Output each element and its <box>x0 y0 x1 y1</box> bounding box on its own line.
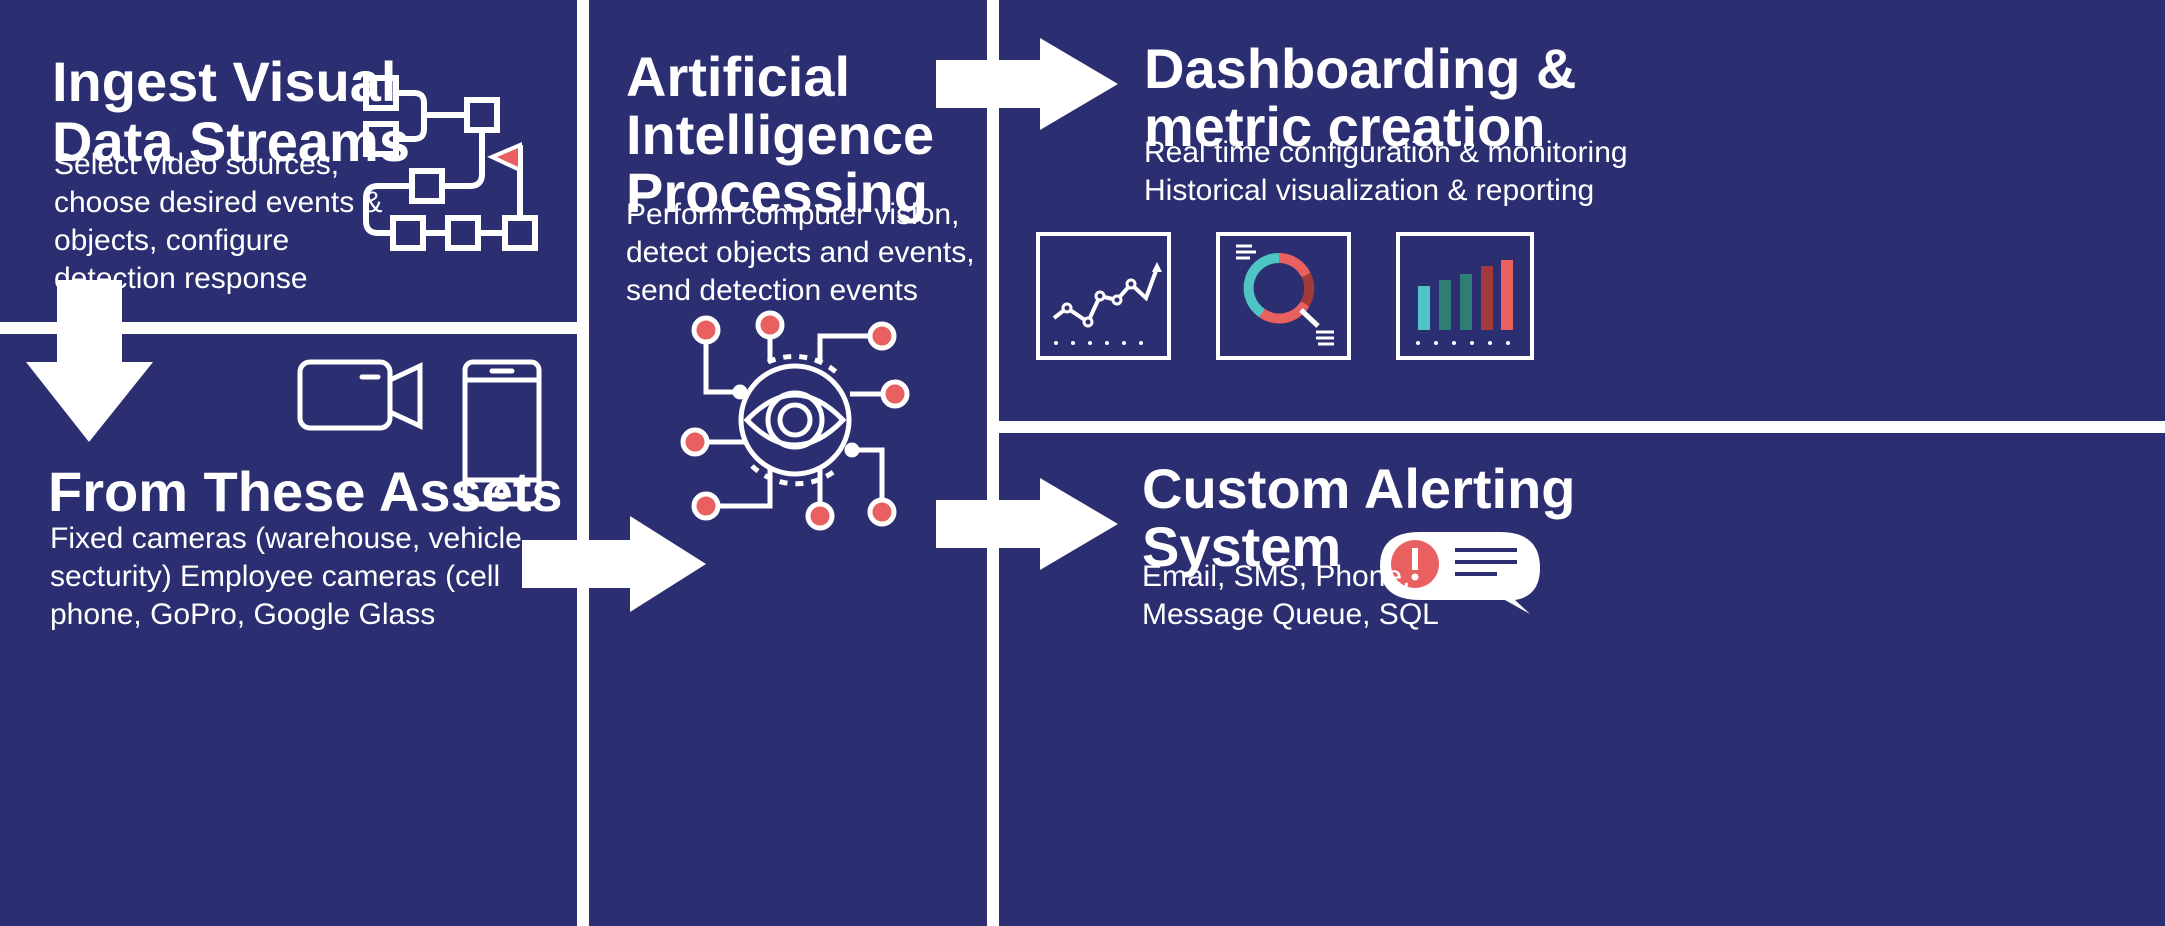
line-chart-icon <box>1036 232 1171 360</box>
arrow-right-to-ai <box>522 516 706 612</box>
panel-dashboard <box>999 0 2165 421</box>
alerting-title: Custom Alerting System <box>1142 457 1576 578</box>
flowchart-icon <box>363 75 538 251</box>
arrow-right-to-alerting <box>936 478 1118 570</box>
video-camera-icon <box>297 359 423 431</box>
assets-title: From These Assets <box>48 460 563 523</box>
ingest-title: Ingest Visual Data Streams <box>52 50 410 173</box>
panel-ai <box>589 0 987 926</box>
ai-circuit-nodes <box>680 310 910 531</box>
ingest-description: Select video sources, choose desired eve… <box>54 148 383 295</box>
alert-message-icon <box>1380 532 1540 614</box>
ai-title: Artificial Intelligence Processing <box>626 45 935 224</box>
dashboard-title: Dashboarding & metric creation <box>1144 37 1577 158</box>
arrow-down <box>26 280 153 442</box>
arrow-right-to-dashboard <box>936 38 1118 130</box>
assets-description: Fixed cameras (warehouse, vehicle sectur… <box>50 522 522 631</box>
bar-chart-icon <box>1396 232 1534 360</box>
dashboard-description: Real time configuration & monitoring His… <box>1144 136 1628 207</box>
ai-description: Perform computer vision, detect objects … <box>626 198 975 307</box>
panel-alerting <box>999 433 2165 926</box>
ai-eye-circuit-icon <box>695 325 895 516</box>
smartphone-icon <box>462 359 542 507</box>
alerting-description: Email, SMS, Phone, Message Queue, SQL <box>1142 560 1439 631</box>
donut-chart-icon <box>1216 232 1351 360</box>
